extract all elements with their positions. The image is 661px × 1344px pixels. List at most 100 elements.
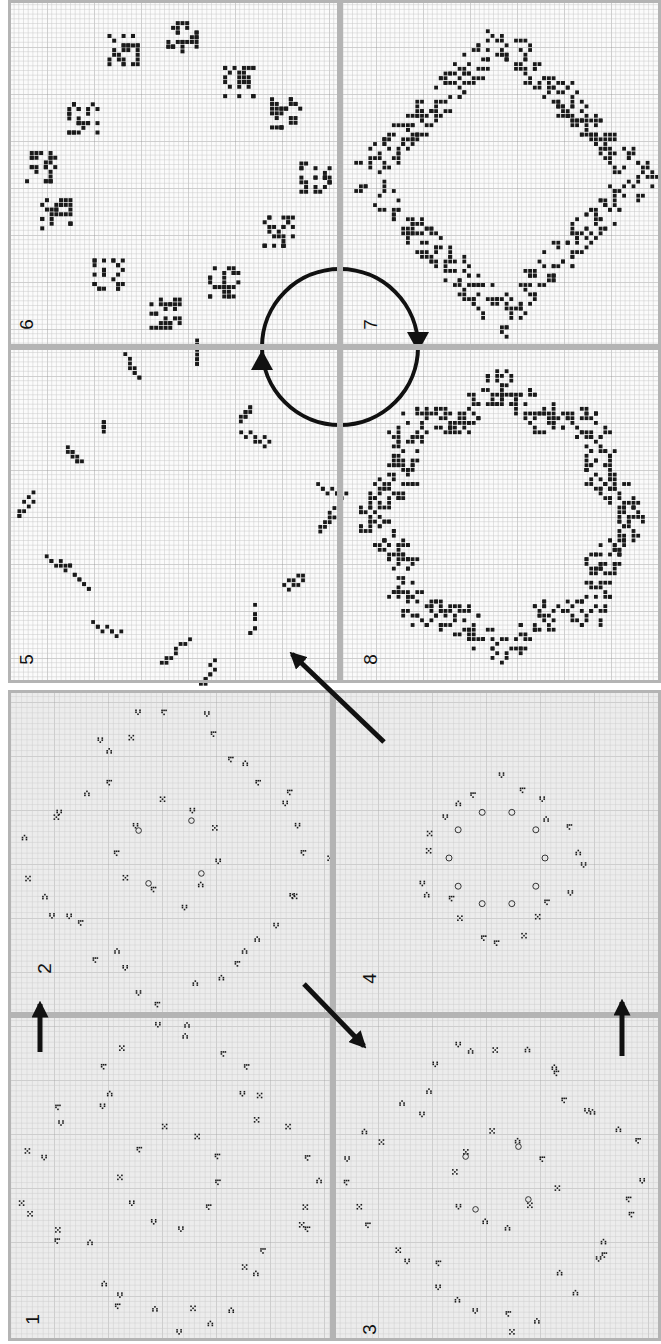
- live-cell: [190, 35, 194, 39]
- live-cell: [102, 425, 106, 429]
- live-cell: [533, 393, 537, 397]
- live-cell: [131, 43, 135, 47]
- live-cell: [444, 260, 448, 264]
- live-cell: [161, 712, 163, 714]
- live-cell: [219, 1154, 221, 1156]
- live-cell: [477, 307, 481, 311]
- live-cell: [495, 393, 499, 397]
- live-cell: [429, 833, 431, 835]
- live-cell: [425, 114, 429, 118]
- live-cell: [524, 58, 528, 62]
- live-cell: [253, 612, 257, 616]
- live-cell: [136, 992, 138, 994]
- live-cell: [627, 482, 631, 486]
- live-cell: [636, 180, 640, 184]
- live-cell: [547, 628, 551, 632]
- live-cell: [580, 231, 584, 235]
- live-cell: [242, 75, 246, 79]
- live-cell: [575, 231, 579, 235]
- live-cell: [434, 246, 438, 250]
- live-cell: [472, 1052, 474, 1054]
- live-cell: [162, 798, 164, 800]
- live-cell: [109, 1091, 111, 1093]
- live-cell: [77, 116, 81, 120]
- live-cell: [481, 935, 483, 937]
- live-cell: [524, 269, 528, 273]
- live-cell: [196, 1136, 198, 1138]
- live-cell: [116, 287, 120, 291]
- live-cell: [596, 1258, 598, 1260]
- live-cell: [292, 894, 294, 896]
- live-cell: [519, 651, 523, 655]
- live-cell: [406, 609, 410, 613]
- live-cell: [547, 86, 551, 90]
- live-cell: [195, 31, 199, 35]
- live-cell: [314, 176, 318, 180]
- live-cell: [420, 231, 424, 235]
- live-cell: [430, 109, 434, 113]
- live-cell: [461, 915, 463, 917]
- live-cell: [599, 217, 603, 221]
- live-cell: [505, 53, 509, 57]
- live-cell: [481, 76, 485, 80]
- live-cell: [89, 1240, 91, 1242]
- live-cell: [50, 222, 54, 226]
- live-cell: [40, 203, 44, 207]
- live-cell: [397, 208, 401, 212]
- live-cell: [116, 854, 118, 856]
- live-cell: [204, 711, 206, 713]
- live-cell: [411, 222, 415, 226]
- live-cell: [415, 614, 419, 618]
- live-cell: [569, 824, 571, 826]
- live-cell: [481, 58, 485, 62]
- live-cell: [173, 307, 177, 311]
- live-cell: [106, 782, 108, 784]
- live-cell: [420, 109, 424, 113]
- live-cell: [527, 1047, 529, 1049]
- live-cell: [491, 1130, 493, 1132]
- live-cell: [571, 81, 575, 85]
- live-cell: [176, 21, 180, 25]
- live-cell: [503, 774, 505, 776]
- live-cell: [194, 808, 196, 810]
- live-cell: [603, 133, 607, 137]
- live-cell: [408, 1261, 410, 1263]
- live-cell: [66, 450, 70, 454]
- live-cell: [40, 217, 44, 221]
- live-cell: [277, 234, 281, 238]
- live-cell: [122, 62, 126, 66]
- live-cell: [453, 260, 457, 264]
- live-cell: [195, 357, 199, 361]
- live-cell: [446, 814, 448, 816]
- live-cell: [561, 105, 565, 109]
- live-cell: [44, 165, 48, 169]
- live-cell: [27, 495, 31, 499]
- live-cell: [67, 112, 71, 116]
- live-cell: [102, 1107, 104, 1109]
- live-cell: [368, 161, 372, 165]
- live-cell: [585, 119, 589, 123]
- live-cell: [270, 111, 274, 115]
- live-cell: [165, 710, 167, 712]
- live-cell: [57, 1105, 59, 1107]
- live-cell: [650, 184, 654, 188]
- live-cell: [66, 916, 68, 918]
- live-cell: [286, 803, 288, 805]
- live-cell: [301, 852, 303, 854]
- live-cell: [115, 1304, 117, 1306]
- live-cell: [116, 282, 120, 286]
- live-cell: [95, 121, 99, 125]
- live-cell: [588, 1110, 590, 1112]
- live-cell: [401, 231, 405, 235]
- live-cell: [110, 630, 114, 634]
- live-cell: [453, 896, 455, 898]
- live-cell: [635, 1140, 637, 1142]
- live-cell: [571, 231, 575, 235]
- live-cell: [406, 231, 410, 235]
- live-cell: [346, 1160, 348, 1162]
- live-cell: [534, 1320, 536, 1322]
- live-cell: [233, 66, 237, 70]
- live-cell: [194, 1306, 196, 1308]
- live-cell: [136, 43, 140, 47]
- live-cell: [571, 227, 575, 231]
